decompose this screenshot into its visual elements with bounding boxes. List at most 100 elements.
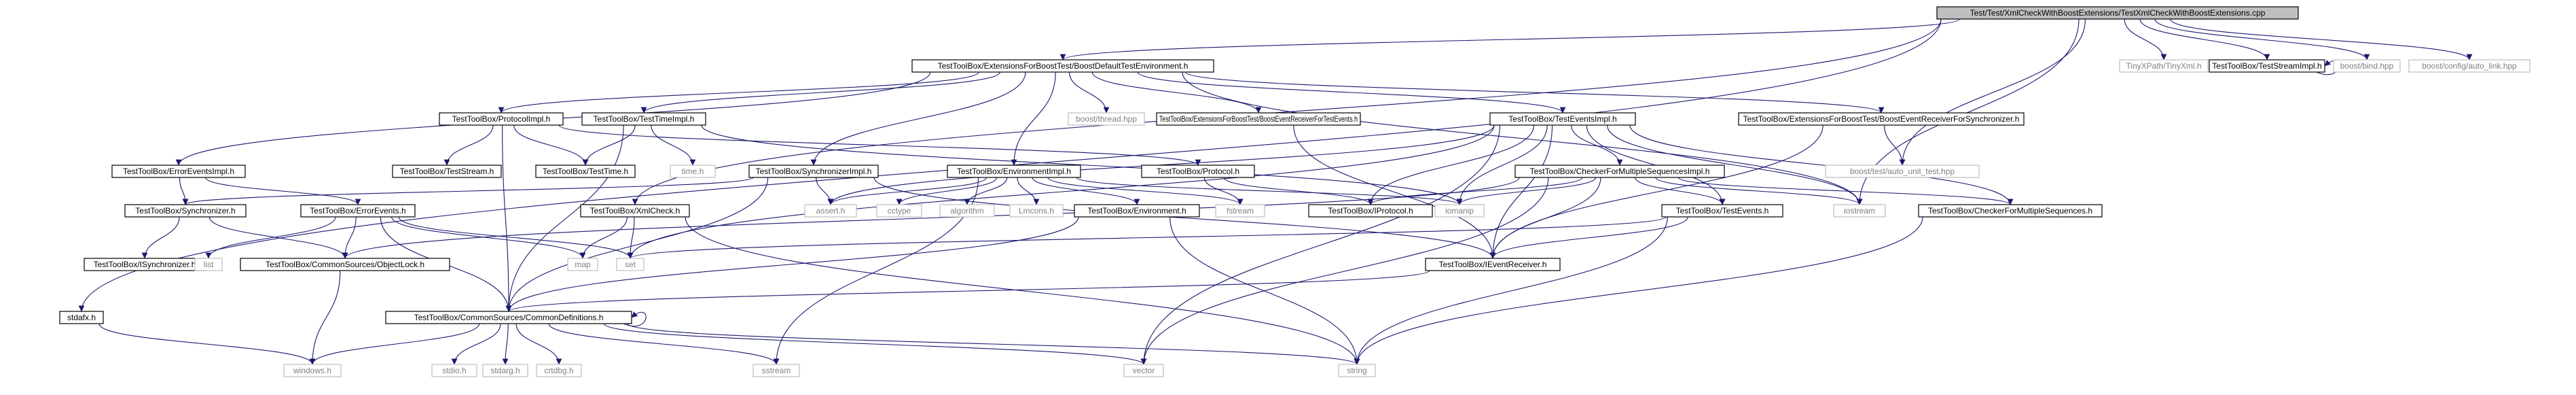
node-label: stdafx.h [67, 313, 96, 322]
node-label: TestToolBox/CommonSources/CommonDefiniti… [414, 313, 604, 322]
node-ievrec[interactable]: TestToolBox/IEventReceiver.h [1425, 258, 1561, 271]
node-label: TestToolBox/EnvironmentImpl.h [957, 167, 1071, 176]
node-envimpl[interactable]: TestToolBox/EnvironmentImpl.h [947, 165, 1081, 178]
edge-syncimpl-to-ievrec [873, 177, 1496, 259]
edge-cdefs-to-sstream [548, 323, 780, 365]
edge-bdte-to-thread [1069, 71, 1110, 114]
edge-cdefs-to-crtdbg [515, 323, 562, 365]
node-errimpl[interactable]: TestToolBox/ErrorEventsImpl.h [111, 165, 246, 178]
node-cfms[interactable]: TestToolBox/CheckerForMultipleSequences.… [1918, 204, 2103, 218]
node-tsi[interactable]: TestToolBox/TestStreamImpl.h [2209, 59, 2325, 73]
node-synch[interactable]: TestToolBox/Synchronizer.h [124, 204, 247, 218]
node-fstream: fstream [1215, 204, 1265, 218]
node-box [2209, 59, 2325, 73]
node-tinyxpath: TinyXPath/TinyXml.h [2119, 59, 2209, 73]
edge-cfmsimpl-to-objlock [342, 177, 1520, 259]
node-label: iomanip [1445, 206, 1474, 216]
node-box [1833, 204, 1886, 218]
node-box [283, 364, 342, 377]
node-teimpl[interactable]: TestToolBox/TestEventsImpl.h [1489, 112, 1636, 126]
edge-errimpl-to-synch [179, 177, 189, 205]
node-box [1338, 364, 1376, 377]
node-label: TestToolBox/SynchronizerImpl.h [756, 167, 872, 176]
node-label: TestToolBox/CheckerForMultipleSequences.… [1928, 206, 2092, 216]
node-tstream[interactable]: TestToolBox/TestStream.h [392, 165, 502, 178]
node-stdafx[interactable]: stdafx.h [59, 311, 104, 324]
edge-env-to-string [1169, 216, 1360, 365]
node-protimpl[interactable]: TestToolBox/ProtocolImpl.h [439, 112, 564, 126]
node-box [616, 258, 645, 271]
node-box [1825, 165, 1980, 178]
node-label: time.h [682, 167, 704, 176]
node-box [1918, 204, 2103, 218]
edge-root-to-xmlcheck [632, 18, 1942, 205]
edge-protimpl-to-tstream [443, 124, 494, 166]
node-cfmsimpl[interactable]: TestToolBox/CheckerForMultipleSequencesI… [1514, 165, 1725, 178]
node-label: fstream [1227, 206, 1254, 216]
edge-syncimpl-to-asserth [816, 177, 834, 205]
node-env[interactable]: TestToolBox/Environment.h [1074, 204, 1200, 218]
node-box [1425, 258, 1561, 271]
node-bertte[interactable]: TestToolBox/ExtensionsForBoostTest/Boost… [1156, 112, 1361, 126]
node-label: string [1347, 366, 1366, 375]
node-box [1156, 112, 1361, 126]
node-algorithm: algorithm [939, 204, 995, 218]
edge-root-to-tinyxpath [2124, 18, 2167, 61]
node-sstream: sstream [752, 364, 800, 377]
node-cdefs[interactable]: TestToolBox/CommonSources/CommonDefiniti… [385, 311, 632, 324]
node-label: TestToolBox/TestTime.h [543, 167, 628, 176]
node-label: TestToolBox/IEventReceiver.h [1439, 260, 1547, 269]
node-label: TestToolBox/ProtocolImpl.h [452, 114, 551, 124]
node-isync[interactable]: TestToolBox/ISynchronizer.h [84, 258, 206, 271]
edge-teimpl-to-cfms [1629, 124, 2014, 205]
node-box [580, 204, 690, 218]
node-box [1068, 112, 1145, 126]
node-box [1141, 165, 1255, 178]
node-protoh[interactable]: TestToolBox/Protocol.h [1141, 165, 1255, 178]
edge-protoh-to-fstream [1203, 177, 1244, 205]
edge-cfmsimpl-to-tevents [1635, 177, 1726, 205]
node-label: stdarg.h [490, 366, 520, 375]
node-box [1514, 165, 1725, 178]
node-box [1936, 6, 2299, 20]
edge-cdefs-to-cdefs [623, 311, 647, 327]
node-label: stdio.h [442, 366, 466, 375]
node-tevents[interactable]: TestToolBox/TestEvents.h [1661, 204, 1783, 218]
node-label: TestToolBox/ErrorEvents.h [310, 206, 405, 216]
node-label: TinyXPath/TinyXml.h [2126, 61, 2201, 71]
node-label: boost/bind.hpp [2340, 61, 2394, 71]
node-box [1489, 112, 1636, 126]
node-objlock[interactable]: TestToolBox/CommonSources/ObjectLock.h [240, 258, 450, 271]
node-windows: windows.h [283, 364, 342, 377]
node-box [194, 258, 223, 271]
node-erre[interactable]: TestToolBox/ErrorEvents.h [300, 204, 416, 218]
node-bersync[interactable]: TestToolBox/ExtensionsForBoostTest/Boost… [1738, 112, 2025, 126]
node-label: TestToolBox/CheckerForMultipleSequencesI… [1530, 167, 1710, 176]
node-bdte[interactable]: TestToolBox/ExtensionsForBoostTest/Boost… [911, 59, 1214, 73]
node-iproto[interactable]: TestToolBox/IProtocol.h [1308, 204, 1433, 218]
node-box [670, 165, 716, 178]
node-box [2333, 59, 2401, 73]
edge-errimpl-to-erre [205, 177, 361, 205]
edge-envimpl-to-env [1032, 177, 1140, 205]
node-box [1738, 112, 2025, 126]
edge-env-to-cdefs [505, 216, 1079, 312]
edge-cdefs-to-string [627, 323, 1360, 365]
edge-cfmsimpl-to-ievrec [1489, 177, 1601, 259]
node-label: TestToolBox/TestStream.h [400, 167, 494, 176]
node-label: sstream [762, 366, 791, 375]
node-label: TestToolBox/TestEventsImpl.h [1508, 114, 1616, 124]
edge-tevents-to-string [1354, 216, 1668, 365]
edge-teimpl-to-iostream [1607, 124, 1863, 205]
node-label: windows.h [293, 366, 331, 375]
node-map: map [567, 258, 598, 271]
edge-envimpl-to-lmconsh [1017, 177, 1040, 205]
node-ttime[interactable]: TestToolBox/TestTime.h [535, 165, 636, 178]
edge-protimpl-to-protoh [558, 124, 1201, 166]
edge-syncimpl-to-synch [182, 177, 754, 205]
node-ttimeimpl[interactable]: TestToolBox/TestTimeImpl.h [581, 112, 706, 126]
node-crtdbg: crtdbg.h [536, 364, 582, 377]
node-label: TestToolBox/Environment.h [1087, 206, 1186, 216]
node-syncimpl[interactable]: TestToolBox/SynchronizerImpl.h [748, 165, 879, 178]
node-xmlcheck[interactable]: TestToolBox/XmlCheck.h [580, 204, 690, 218]
